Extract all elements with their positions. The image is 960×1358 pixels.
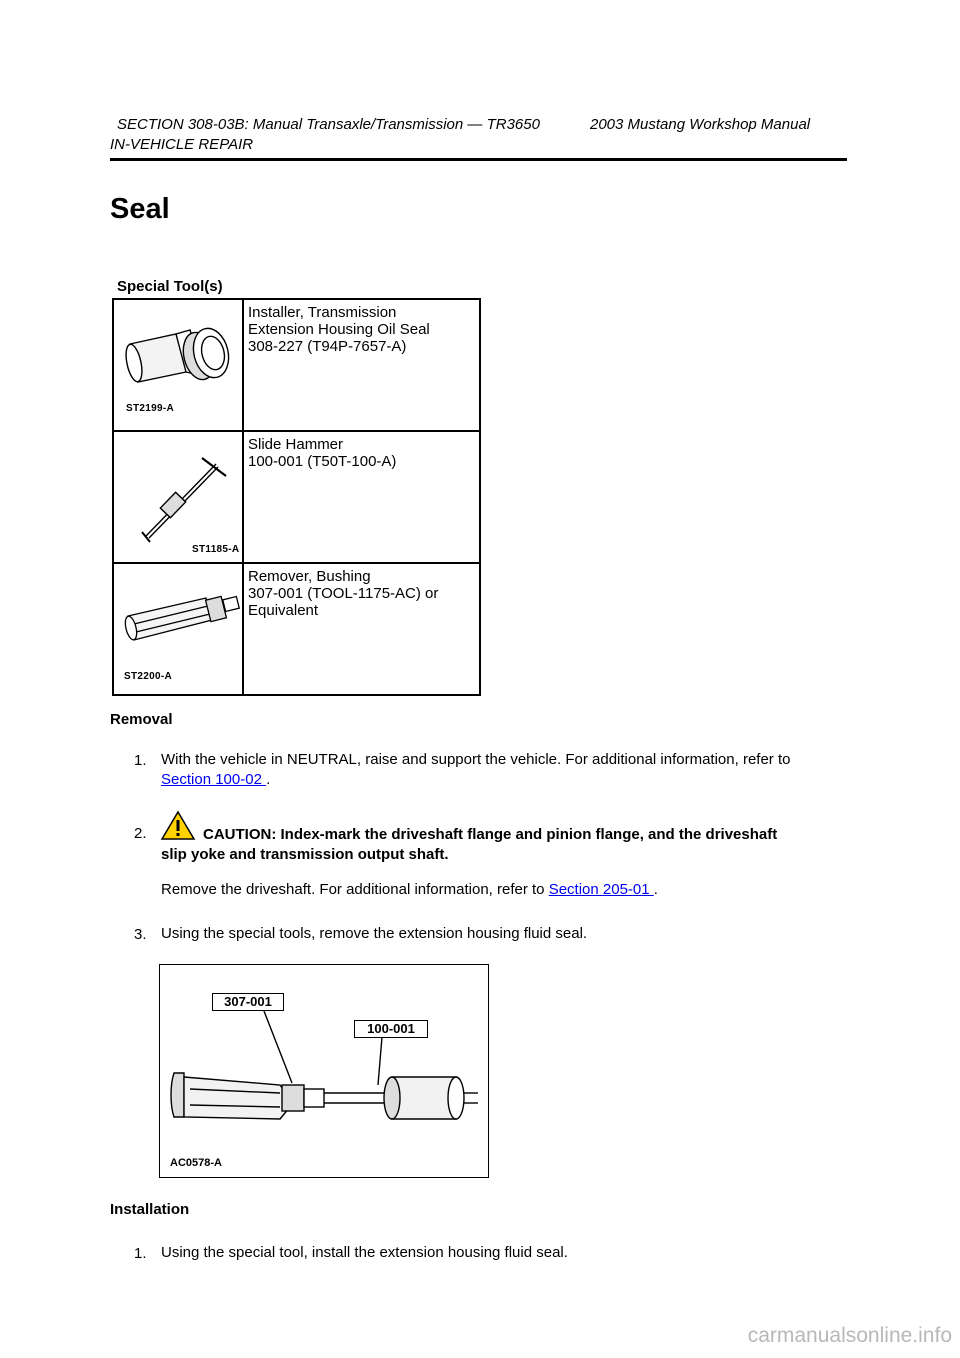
tool-image-code: ST2199-A [126, 403, 174, 414]
step-text: Remove the driveshaft. For additional in… [161, 881, 545, 898]
header-manual-title: 2003 Mustang Workshop Manual [590, 116, 811, 133]
tool-image-code: ST1185-A [192, 544, 240, 555]
tool-desc-line: 307-001 (TOOL-1175-AC) or [248, 585, 439, 602]
tool-desc-line: Slide Hammer [248, 436, 344, 453]
caution-warning-icon [160, 810, 196, 840]
bushing-remover-illustration [124, 595, 241, 641]
section-100-02-link[interactable]: Section 100-02 [161, 771, 267, 788]
slide-hammer-illustration [141, 457, 227, 543]
tool-desc-line: 100-001 (T50T-100-A) [248, 453, 397, 470]
seal-removal-figure: 307-001 100-001 AC0578-A [159, 964, 489, 1178]
special-tools-heading: Special Tool(s) [117, 278, 223, 295]
figure-code: AC0578-A [170, 1157, 222, 1169]
tool-description: Installer, Transmission Extension Housin… [242, 298, 481, 432]
tool-image-slide-hammer: ST1185-A [112, 430, 244, 564]
page-title: Seal [110, 193, 170, 225]
tool-desc-line: Equivalent [248, 602, 319, 619]
tool-desc-line: Installer, Transmission [248, 304, 397, 321]
removal-step-3: Using the special tools, remove the exte… [161, 925, 588, 942]
tool-desc-line: 308-227 (T94P-7657-A) [248, 338, 407, 355]
watermark-text: carmanualsonline.info [747, 1324, 952, 1347]
tool-desc-line: Extension Housing Oil Seal [248, 321, 430, 338]
step-number: 1. [134, 1245, 147, 1262]
tool-row: ST1185-A Slide Hammer 100-001 (T50T-100-… [112, 430, 481, 564]
caution-text-line-1: CAUTION: Index-mark the driveshaft flang… [203, 826, 778, 843]
seal-removal-illustration [170, 1010, 478, 1120]
step-number: 1. [134, 752, 147, 769]
removal-step-1: With the vehicle in NEUTRAL, raise and s… [161, 750, 851, 790]
seal-installer-illustration [125, 327, 230, 383]
installation-heading: Installation [110, 1201, 190, 1218]
tool-description: Remover, Bushing 307-001 (TOOL-1175-AC) … [242, 562, 481, 696]
installation-step-1: Using the special tool, install the exte… [161, 1244, 568, 1261]
header-divider [110, 158, 847, 161]
header-subsection: IN-VEHICLE REPAIR [110, 136, 254, 153]
section-205-01-link[interactable]: Section 205-01 [548, 881, 654, 898]
special-tools-table: ST2199-A Installer, Transmission Extensi… [112, 298, 481, 696]
step-punctuation: . [266, 771, 271, 788]
step-number: 2. [134, 825, 147, 842]
tool-image-bushing-remover: ST2200-A [112, 562, 244, 696]
tool-desc-line: Remover, Bushing [248, 568, 371, 585]
header-section-title: SECTION 308-03B: Manual Transaxle/Transm… [117, 116, 540, 133]
caution-text-line-2: slip yoke and transmission output shaft. [161, 846, 449, 863]
tool-image-installer: ST2199-A [112, 298, 244, 432]
step-punctuation: . [653, 881, 658, 898]
tool-row: ST2199-A Installer, Transmission Extensi… [112, 298, 481, 432]
tool-image-code: ST2200-A [124, 671, 172, 682]
tool-description: Slide Hammer 100-001 (T50T-100-A) [242, 430, 481, 564]
removal-heading: Removal [110, 711, 173, 728]
tool-row: ST2200-A Remover, Bushing 307-001 (TOOL-… [112, 562, 481, 696]
step-text: With the vehicle in NEUTRAL, raise and s… [161, 751, 791, 768]
step-number: 3. [134, 926, 147, 943]
figure-label-307-001: 307-001 [212, 993, 284, 1011]
removal-step-2-text: Remove the driveshaft. For additional in… [161, 880, 658, 900]
figure-label-100-001: 100-001 [354, 1020, 428, 1038]
